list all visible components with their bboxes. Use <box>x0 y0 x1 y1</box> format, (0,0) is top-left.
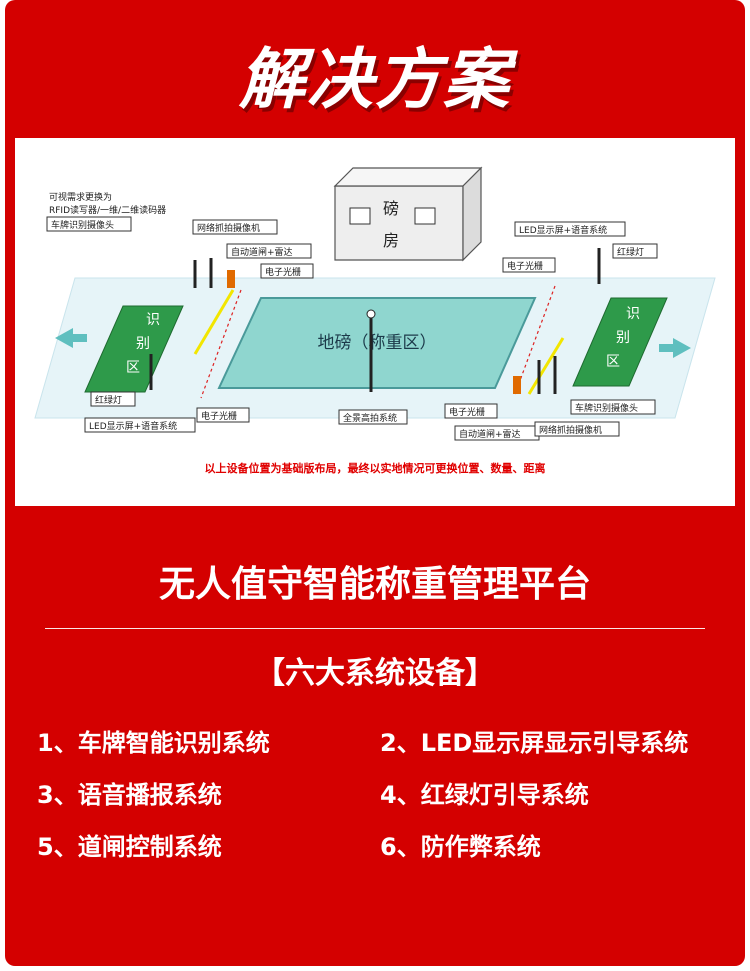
panorama-cam-box <box>338 409 408 425</box>
barrier-arm-left <box>193 289 235 355</box>
booth-window-right <box>414 207 436 225</box>
right-id-zone <box>572 297 668 387</box>
entry-arrow-left <box>55 328 87 348</box>
traffic-light-right-label: 红绿灯 <box>617 246 644 258</box>
booth-text-1: 磅 <box>383 199 399 218</box>
note-line-1: 可视需求更换为 <box>49 191 112 203</box>
system-item-2: 2、LED显示屏显示引导系统 <box>380 729 689 757</box>
left-zone-char-3: 区 <box>126 360 140 376</box>
led-voice-left-box <box>84 417 196 433</box>
left-zone-char-1: 识 <box>146 312 160 328</box>
booth-roof <box>333 167 483 187</box>
net-cam-right-label: 网络抓拍摄像机 <box>539 424 602 436</box>
panorama-cam-label: 全景高拍系统 <box>343 412 397 424</box>
diagram-footnote: 以上设备位置为基础版布局，最终以实地情况可更换位置、数量、距离 <box>205 461 546 475</box>
light-curtain-left-top-box <box>260 263 314 279</box>
light-curtain-left-bottom-label: 电子光栅 <box>201 410 237 422</box>
traffic-light-left-box <box>90 391 136 407</box>
light-curtain-left-bottom-box <box>196 407 250 423</box>
weighbridge-layout-diagram: 地磅（称重区） 识 别 区 识 别 区 磅 房 <box>15 138 735 506</box>
traffic-light-right-box <box>612 243 658 259</box>
booth-window-left <box>349 207 371 225</box>
scale-label: 地磅（称重区） <box>318 333 437 353</box>
light-curtain-left-top-label: 电子光栅 <box>265 266 301 278</box>
plate-cam-right-box <box>570 399 656 415</box>
light-curtain-right-top-label: 电子光栅 <box>507 260 543 272</box>
platform-title: 无人值守智能称重管理平台 <box>158 564 591 605</box>
booth-side <box>462 166 482 262</box>
divider <box>45 628 705 629</box>
light-curtain-right-bottom-label: 电子光栅 <box>449 406 485 418</box>
light-curtain-right-bottom-box <box>444 403 498 419</box>
entry-arrow-right <box>659 338 691 358</box>
system-item-6: 6、防作弊系统 <box>380 833 541 861</box>
plate-cam-right-label: 车牌识别摄像头 <box>575 402 638 414</box>
system-item-5: 5、道闸控制系统 <box>37 833 222 861</box>
system-item-4: 4、红绿灯引导系统 <box>380 781 589 809</box>
page-title: 解决方案 <box>239 41 511 118</box>
barrier-arm-right <box>527 337 565 395</box>
net-cam-left-box <box>192 219 278 235</box>
right-zone-char-3: 区 <box>606 354 620 370</box>
net-cam-left-label: 网络抓拍摄像机 <box>197 222 260 234</box>
plate-cam-left-box <box>46 216 132 232</box>
system-item-1: 1、车牌智能识别系统 <box>37 729 270 757</box>
barrier-radar-left-label: 自动道闸+雷达 <box>231 246 293 258</box>
light-curtain-line-right <box>514 285 556 395</box>
barrier-radar-left-box <box>226 243 312 259</box>
traffic-light-left-label: 红绿灯 <box>95 394 122 406</box>
left-zone-char-2: 别 <box>136 336 150 352</box>
booth-text-2: 房 <box>383 231 399 250</box>
barrier-box-left <box>227 270 235 288</box>
led-voice-right-box <box>514 221 626 237</box>
net-cam-right-box <box>534 421 620 437</box>
led-voice-left-label: LED显示屏+语音系统 <box>89 420 177 432</box>
right-zone-char-1: 识 <box>626 306 640 322</box>
panorama-camera-icon <box>366 309 376 319</box>
light-curtain-line-left <box>200 289 242 399</box>
system-item-3: 3、语音播报系统 <box>37 781 222 809</box>
barrier-radar-right-label: 自动道闸+雷达 <box>459 428 521 440</box>
right-zone-char-2: 别 <box>616 330 630 346</box>
light-curtain-right-top-box <box>502 257 556 273</box>
layout-svg: 地磅（称重区） 识 别 区 识 别 区 磅 房 <box>34 166 716 475</box>
plate-cam-left-label: 车牌识别摄像头 <box>51 219 114 231</box>
solution-card: 解决方案 地磅（称重区） 识 别 区 识 别 区 <box>5 0 745 966</box>
barrier-box-right <box>513 376 521 394</box>
left-id-zone <box>84 305 184 393</box>
note-line-2: RFID读写器/一维/二维读码器 <box>49 204 166 216</box>
systems-heading: 【六大系统设备】 <box>255 656 495 691</box>
scale-area <box>217 297 537 389</box>
led-voice-right-label: LED显示屏+语音系统 <box>519 224 607 236</box>
